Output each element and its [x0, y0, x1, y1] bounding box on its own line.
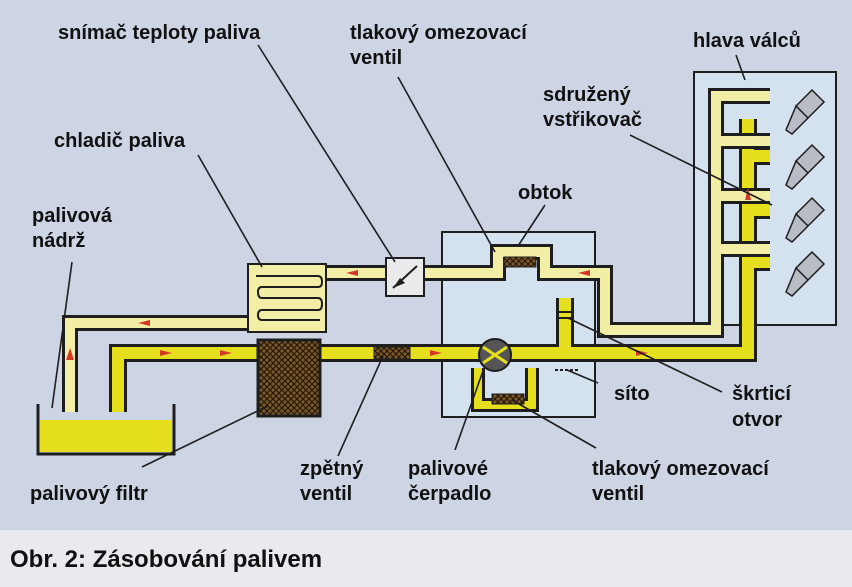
label-throttle-l2: otvor — [732, 409, 782, 431]
fuel-filter — [256, 338, 322, 418]
label-check-valve-l1: zpětný — [300, 458, 364, 480]
label-fuel-temp-sensor: snímač teploty paliva — [58, 22, 261, 44]
label-strainer: síto — [614, 383, 650, 405]
label-fuel-cooler: chladič paliva — [54, 130, 186, 152]
return-line — [62, 88, 770, 412]
label-pressure-valve-top-l1: tlakový omezovací — [350, 22, 527, 44]
check-valve — [373, 346, 411, 360]
label-unit-injector-l1: sdružený — [543, 84, 631, 106]
figure-caption: Obr. 2: Zásobování palivem — [10, 546, 323, 573]
leader-lines — [51, 44, 773, 468]
fuel-supply-diagram — [0, 0, 852, 530]
label-fuel-filter: palivový filtr — [30, 483, 148, 505]
label-fuel-tank-l2: nádrž — [32, 230, 86, 252]
label-fuel-pump-l1: palivové — [408, 458, 489, 480]
label-fuel-pump-l2: čerpadlo — [408, 483, 492, 505]
pressure-limiting-valve-top — [503, 256, 537, 268]
label-throttle-l1: škrticí — [732, 383, 791, 405]
label-bypass: obtok — [518, 182, 573, 204]
fuel-temperature-sensor — [385, 257, 425, 297]
pressure-limiting-valve-bottom — [491, 393, 525, 405]
fuel-cooler — [247, 263, 327, 333]
label-pressure-valve-bottom-l2: ventil — [592, 483, 645, 505]
label-pressure-valve-bottom-l1: tlakový omezovací — [592, 458, 769, 480]
caption-band — [0, 530, 852, 587]
label-check-valve-l2: ventil — [300, 483, 353, 505]
label-pressure-valve-top-l2: ventil — [350, 47, 403, 69]
fuel-tank — [36, 404, 176, 456]
label-unit-injector-l2: vstřikovač — [543, 109, 642, 131]
unit-injectors — [785, 88, 826, 297]
label-cylinder-head: hlava válců — [693, 30, 801, 52]
label-fuel-tank-l1: palivová — [32, 205, 113, 227]
